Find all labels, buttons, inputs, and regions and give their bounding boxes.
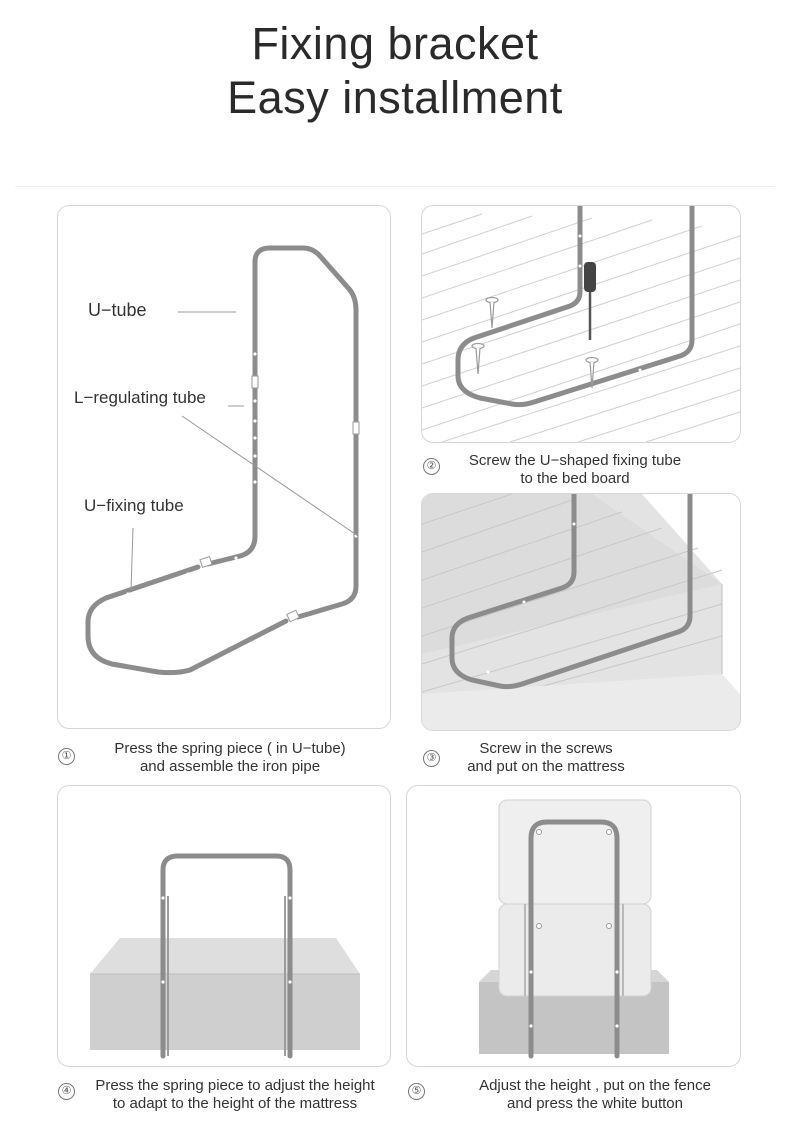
mattress-on-diagram (422, 494, 740, 730)
step4-caption-line1: Press the spring piece to adjust the hei… (95, 1077, 375, 1094)
step2-caption-line2: to the bed board (520, 470, 630, 487)
step5-caption-line2: and press the white button (507, 1095, 683, 1112)
step4-caption-line2: to adapt to the height of the mattress (112, 1095, 358, 1112)
step5-caption: Adjust the height , put on the fence and… (456, 1077, 734, 1113)
bracket-frame (528, 819, 620, 1059)
step4-number-icon: ④ (58, 1083, 75, 1100)
u-tube-label: U−tube (88, 300, 147, 320)
screw-icon (471, 296, 599, 389)
step1-number-icon: ① (58, 748, 75, 765)
step3-caption: Screw in the screws and put on the mattr… (440, 740, 652, 776)
fence-pad-upper (498, 799, 652, 905)
step3-illustration-panel (421, 493, 741, 731)
page-title: Fixing bracket (251, 18, 539, 69)
adjust-height-diagram (90, 853, 360, 1059)
fence-installed-diagram (479, 799, 669, 1059)
screwdriver-icon (584, 262, 596, 340)
l-regulating-tube-label: L−regulating tube (74, 388, 206, 407)
step1-illustration-panel: U−tube L−regulating tube U−fixing tube (57, 205, 391, 729)
bracket-frame (160, 853, 293, 1059)
fence-pad-lower (498, 903, 652, 997)
u-fixing-tube (85, 564, 289, 676)
screw-to-board-diagram (422, 206, 740, 442)
step4-illustration-panel (57, 785, 391, 1067)
u-fixing-tube (455, 206, 695, 408)
step5-illustration-panel (406, 785, 741, 1067)
step5-number-icon: ⑤ (408, 1083, 425, 1100)
page-subtitle: Easy installment (227, 72, 563, 123)
l-regulating-tube-left (205, 385, 258, 567)
step1-caption-line2: and assemble the iron pipe (139, 758, 321, 775)
step5-caption-line1: Adjust the height , put on the fence (479, 1077, 711, 1094)
white-button-icon (536, 829, 612, 929)
step1-caption-line1: Press the spring piece ( in U−tube) (114, 740, 346, 757)
step2-illustration-panel (421, 205, 741, 443)
u-fixing-tube-label: U−fixing tube (84, 496, 184, 515)
u-tube (252, 245, 359, 427)
l-regulating-tube-right (295, 431, 359, 620)
u-fixing-tube (449, 494, 693, 690)
bracket-parts-diagram (85, 245, 360, 676)
step1-caption: Press the spring piece ( in U−tube) and … (80, 740, 380, 776)
step4-caption: Press the spring piece to adjust the hei… (74, 1077, 396, 1113)
step3-caption-line2: and put on the mattress (467, 758, 625, 775)
step2-number-icon: ② (423, 458, 440, 475)
step2-caption-line1: Screw the U−shaped fixing tube (468, 452, 682, 469)
step3-caption-line1: Screw in the screws (479, 740, 613, 757)
header-divider (15, 186, 775, 187)
mattress-top (90, 938, 360, 974)
step3-number-icon: ③ (423, 750, 440, 767)
mattress-front (90, 974, 360, 1050)
step2-caption: Screw the U−shaped fixing tube to the be… (440, 452, 710, 488)
